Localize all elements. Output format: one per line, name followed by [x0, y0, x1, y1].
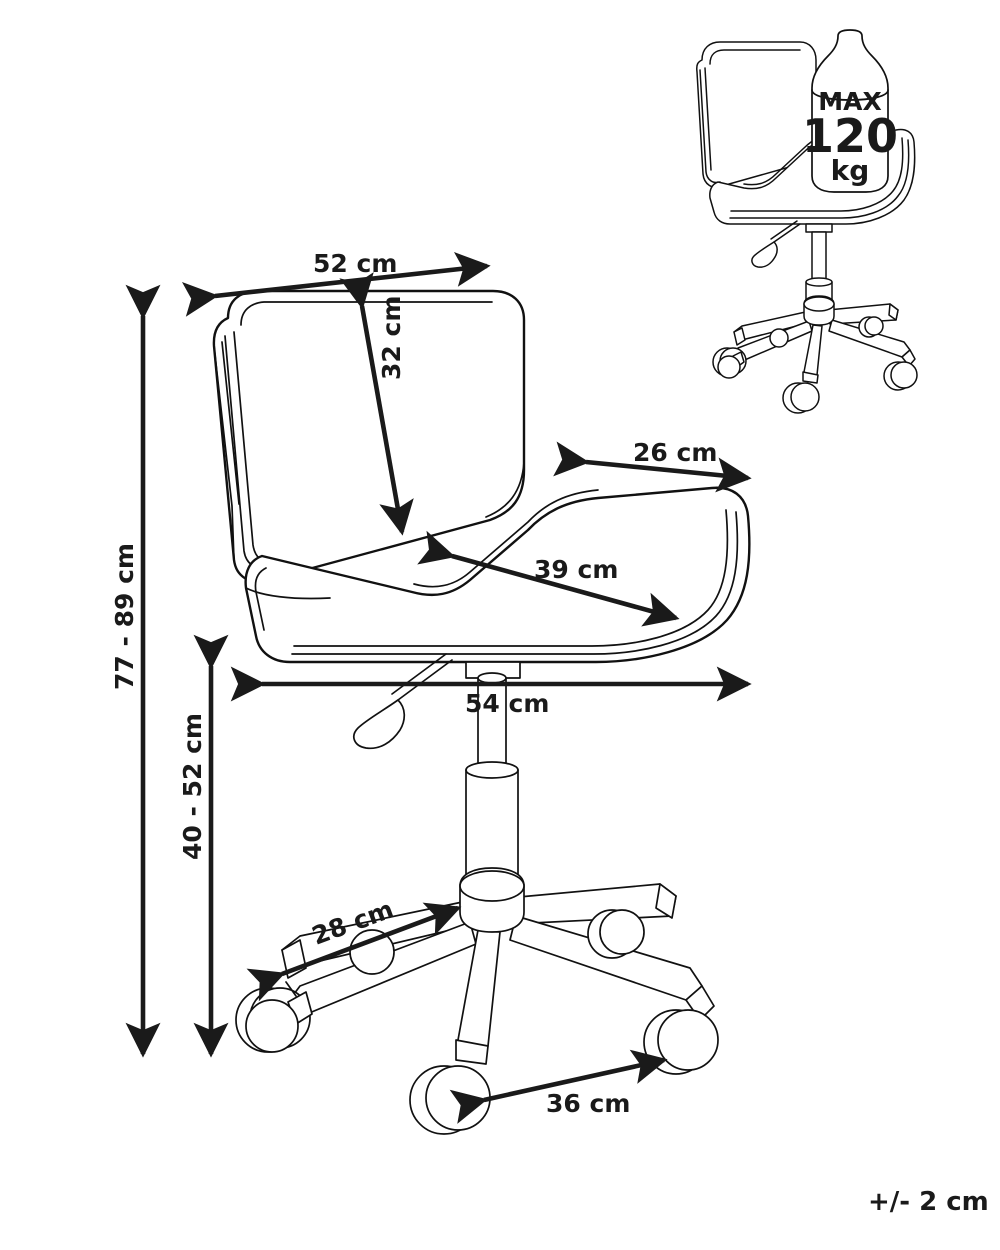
dimension-32cm: 32 cm: [339, 272, 414, 536]
dimension-52cm-label: 52 cm: [313, 249, 397, 278]
max-weight-max-text: MAX: [818, 87, 882, 116]
max-weight-unit: kg: [831, 154, 870, 187]
caster-rear-right: [587, 883, 677, 959]
dimension-39cm-label: 39 cm: [534, 555, 618, 584]
max-weight-value: 120: [802, 109, 898, 163]
dimension-36cm-label: 36 cm: [546, 1089, 630, 1118]
dimension-40-52cm: 40 - 52 cm: [178, 634, 229, 1058]
dimension-39cm: 39 cm: [417, 530, 680, 627]
dimension-36cm: 36 cm: [449, 1049, 668, 1124]
max-weight-badge: MAX 120 kg: [802, 29, 898, 193]
inset-chair-illustration: [696, 41, 918, 414]
dimension-77-89cm-label: 77 - 89 cm: [110, 543, 139, 690]
tolerance-note: +/- 2 cm: [868, 1187, 989, 1217]
dimension-26cm: 26 cm: [553, 438, 752, 493]
weight-icon: [811, 29, 889, 193]
dimension-54cm: 54 cm: [230, 666, 752, 718]
dimension-54cm-label: 54 cm: [465, 689, 549, 718]
dimension-77-89cm: 77 - 89 cm: [110, 284, 161, 1058]
dimension-40-52cm-label: 40 - 52 cm: [178, 713, 207, 860]
dimension-32cm-label: 32 cm: [377, 296, 406, 380]
dimension-26cm-label: 26 cm: [633, 438, 717, 467]
